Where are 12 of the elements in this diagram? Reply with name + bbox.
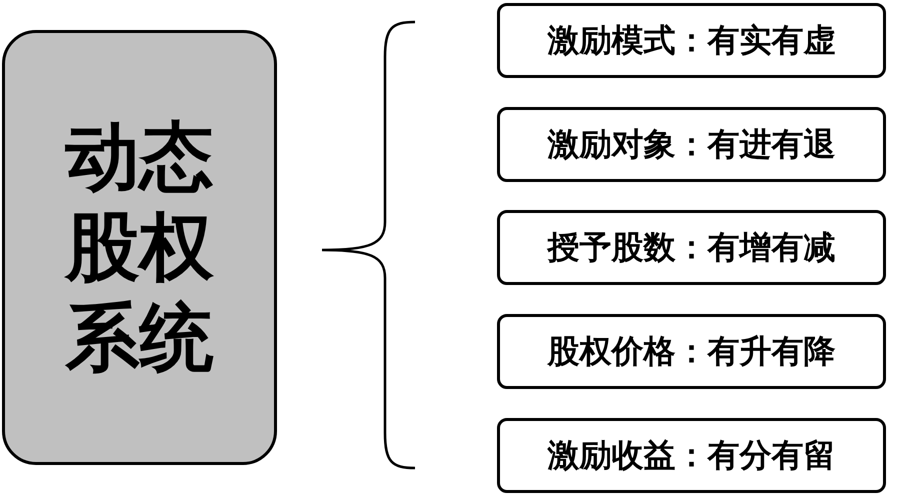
feature-text: 授予股数：有增有减: [548, 228, 836, 267]
system-box: [2, 30, 277, 465]
feature-text: 股权价格：有升有降: [548, 332, 836, 371]
feature-box: [497, 3, 886, 78]
system-title: 动态股权系统: [63, 113, 215, 383]
feature-box: [497, 314, 886, 389]
feature-box: [497, 107, 886, 182]
feature-text: 激励模式：有实有虚: [548, 21, 836, 60]
feature-text: 激励收益：有分有留: [548, 436, 836, 475]
feature-text: 激励对象：有进有退: [548, 125, 836, 164]
feature-box: [497, 418, 886, 493]
feature-box: [497, 210, 886, 285]
